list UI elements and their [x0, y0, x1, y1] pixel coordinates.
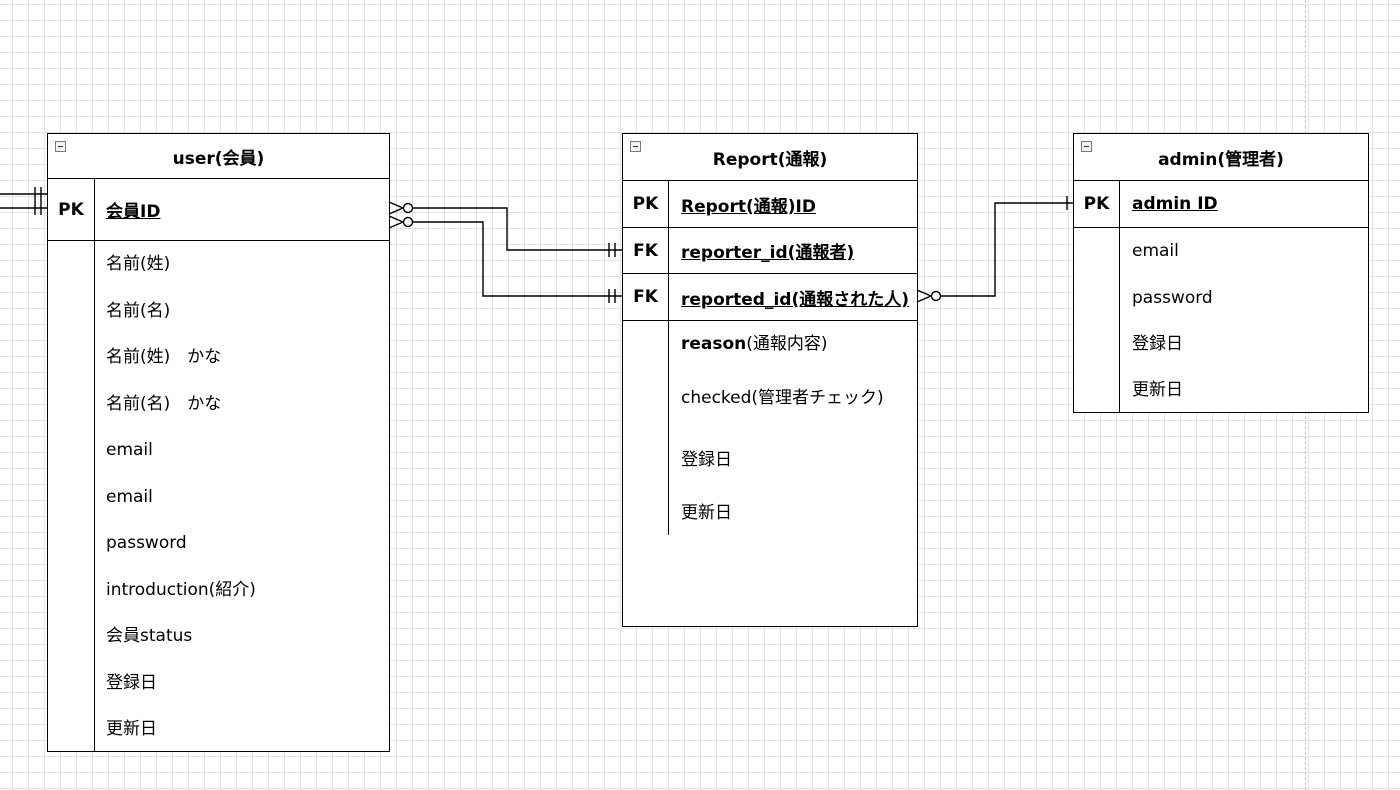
fk-row-reported[interactable]: FK reported_id(通報された人) — [623, 274, 917, 321]
attribute-row[interactable]: 名前(姓) — [106, 254, 171, 274]
attribute-row[interactable]: 会員status — [106, 626, 193, 646]
fk-row-reporter[interactable]: FK reporter_id(通報者) — [623, 228, 917, 274]
pk-field-name: admin ID — [1132, 194, 1218, 214]
collapse-icon[interactable] — [55, 141, 66, 152]
attribute-row[interactable]: password — [106, 533, 187, 553]
attribute-row[interactable]: introduction(紹介) — [106, 580, 256, 600]
pk-row[interactable]: PK Report(通報)ID — [623, 181, 917, 228]
pk-field-name: 会員ID — [106, 202, 161, 222]
attribute-row[interactable]: checked(管理者チェック) — [681, 388, 884, 408]
attribute-row[interactable]: 名前(名) かな — [106, 394, 222, 414]
entity-header[interactable]: user(会員) — [48, 134, 389, 179]
attribute-row[interactable]: 名前(姓) かな — [106, 347, 222, 367]
fk-label: FK — [623, 274, 669, 320]
attribute-column-divider — [668, 321, 669, 535]
entity-header[interactable]: Report(通報) — [623, 134, 917, 181]
attribute-row[interactable]: 登録日 — [681, 450, 732, 470]
attribute-row[interactable]: email — [106, 440, 153, 460]
attribute-row[interactable]: 更新日 — [681, 503, 732, 523]
connector-user-to-reported-id[interactable] — [388, 215, 622, 303]
attribute-name-rest: (通報内容) — [746, 334, 828, 354]
fk-field-name: reported_id(通報された人) — [681, 289, 910, 310]
attribute-row[interactable]: 登録日 — [106, 673, 157, 693]
pk-row[interactable]: PK 会員ID — [48, 179, 389, 241]
attribute-row[interactable]: 更新日 — [106, 719, 157, 739]
collapse-icon[interactable] — [1081, 141, 1092, 152]
attribute-row[interactable]: password — [1132, 288, 1213, 308]
connector-offscreen-to-user[interactable] — [0, 187, 47, 215]
pk-label: PK — [1074, 181, 1120, 227]
pk-row[interactable]: PK admin ID — [1074, 181, 1368, 228]
attribute-row[interactable]: email — [1132, 241, 1179, 261]
entity-title: user(会員) — [172, 148, 265, 169]
entity-title: admin(管理者) — [1158, 149, 1284, 170]
entity-report[interactable]: Report(通報) PK Report(通報)ID FK reporter_i… — [622, 133, 918, 627]
fk-label: FK — [623, 228, 669, 273]
pk-label: PK — [48, 179, 95, 240]
connector-user-to-reporter-id[interactable] — [388, 201, 622, 257]
attribute-row[interactable]: 名前(名) — [106, 301, 171, 321]
attribute-row[interactable]: 更新日 — [1132, 380, 1183, 400]
entity-user[interactable]: user(会員) PK 会員ID 名前(姓) 名前(名) 名前(姓) かな 名前… — [47, 133, 390, 752]
entity-admin[interactable]: admin(管理者) PK admin ID email password 登録… — [1073, 133, 1369, 413]
attribute-column-divider — [1119, 228, 1120, 412]
fk-field-name: reporter_id(通報者) — [681, 243, 855, 263]
attribute-row[interactable]: email — [106, 487, 153, 507]
attribute-name-bold: reason — [681, 334, 747, 354]
attribute-column-divider — [94, 241, 95, 751]
pk-field-name: Report(通報)ID — [681, 196, 816, 217]
pk-label: PK — [623, 181, 669, 227]
entity-title: Report(通報) — [712, 149, 828, 170]
attribute-row[interactable]: 登録日 — [1132, 334, 1183, 354]
connector-report-to-admin[interactable] — [916, 196, 1073, 303]
entity-header[interactable]: admin(管理者) — [1074, 134, 1368, 181]
attribute-row[interactable]: reason(通報内容) — [681, 334, 828, 354]
collapse-icon[interactable] — [630, 141, 641, 152]
